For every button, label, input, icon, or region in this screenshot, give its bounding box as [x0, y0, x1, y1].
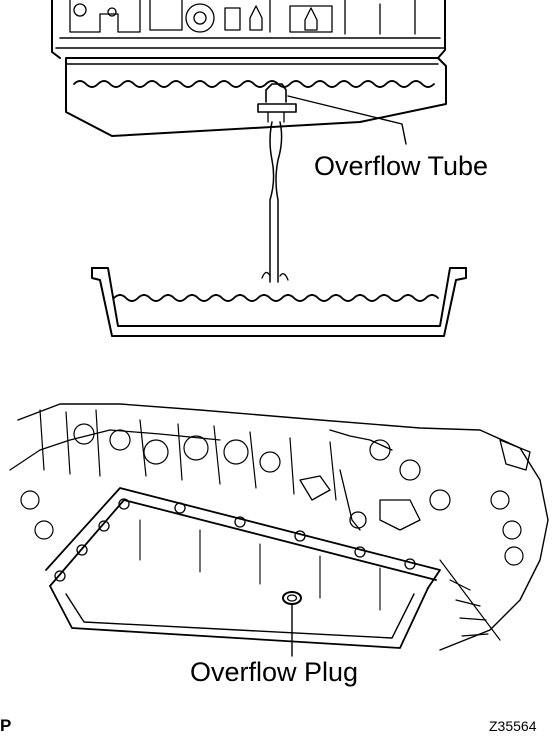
- transmission-assembly: [9, 403, 549, 651]
- drain-container: [91, 267, 467, 337]
- fluid-stream: [261, 121, 289, 283]
- overflow-tube-label: Overflow Tube: [314, 151, 488, 181]
- overflow-plug: [282, 591, 302, 605]
- transmission-body-top: [51, 0, 447, 137]
- figure-code: Z35564: [489, 718, 537, 734]
- corner-mark: P: [0, 716, 11, 735]
- overflow-plug-label: Overflow Plug: [190, 657, 358, 687]
- overflow-tube-leader: [287, 95, 407, 145]
